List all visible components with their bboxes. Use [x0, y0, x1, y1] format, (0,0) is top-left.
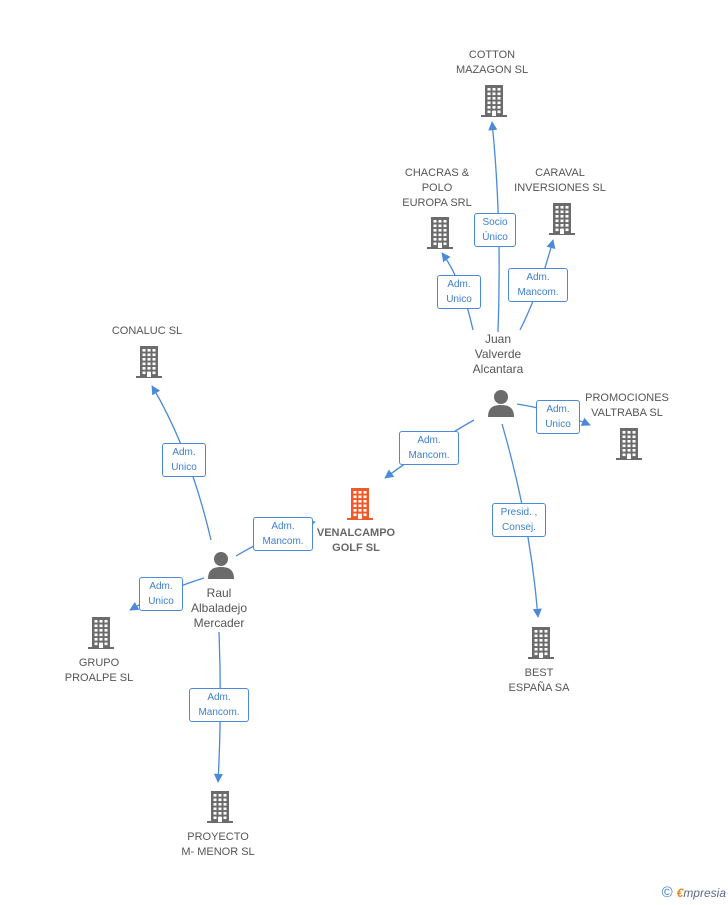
relation-adm-mancom-juan-venalcampo[interactable]: Adm. Mancom. — [399, 431, 459, 465]
best-label[interactable]: BEST ESPAÑA SA — [508, 667, 570, 694]
relation-adm-mancom-caraval[interactable]: Adm. Mancom. — [508, 268, 568, 302]
chacras-label[interactable]: CHACRAS & POLO EUROPA SRL — [402, 167, 472, 209]
promociones-building-icon[interactable] — [614, 427, 644, 461]
proyecto-label[interactable]: PROYECTO M- MENOR SL — [181, 831, 255, 858]
venalcampo-building-icon[interactable] — [345, 487, 375, 521]
relation-adm-unico-grupo[interactable]: Adm. Unico — [139, 577, 183, 611]
venalcampo-label[interactable]: VENALCAMPO GOLF SL — [316, 527, 396, 554]
conaluc-label[interactable]: CONALUC SL — [111, 325, 183, 337]
cotton-label[interactable]: COTTON MAZAGON SL — [455, 49, 529, 76]
cotton-building-icon[interactable] — [479, 84, 509, 118]
raul-person-icon[interactable] — [206, 550, 236, 580]
caraval-building-icon[interactable] — [547, 202, 577, 236]
promociones-label[interactable]: PROMOCIONES VALTRABA SL — [585, 392, 669, 419]
relation-socio-unico-cotton[interactable]: Socio Único — [474, 213, 516, 247]
raul-label[interactable]: Raul Albaladejo Mercader — [190, 586, 248, 630]
relation-adm-mancom-proyecto[interactable]: Adm. Mancom. — [189, 688, 249, 722]
conaluc-building-icon[interactable] — [134, 345, 164, 379]
juan-label[interactable]: Juan Valverde Alcantara — [472, 332, 524, 376]
relation-adm-unico-chacras[interactable]: Adm. Unico — [437, 275, 481, 309]
caraval-label[interactable]: CARAVAL INVERSIONES SL — [514, 167, 606, 194]
grupo-label[interactable]: GRUPO PROALPE SL — [64, 657, 134, 684]
proyecto-building-icon[interactable] — [205, 790, 235, 824]
juan-person-icon[interactable] — [486, 388, 516, 418]
best-building-icon[interactable] — [526, 626, 556, 660]
empresia-logo[interactable]: ©€mpresia — [662, 884, 726, 901]
copyright-icon: © — [661, 884, 673, 901]
relation-adm-unico-promociones[interactable]: Adm. Unico — [536, 400, 580, 434]
relation-adm-mancom-raul-venalcampo[interactable]: Adm. Mancom. — [253, 517, 313, 551]
relation-presid-consej-best[interactable]: Presid. , Consej. — [492, 503, 546, 537]
brand-rest: mpresia — [683, 886, 726, 900]
relation-adm-unico-conaluc[interactable]: Adm. Unico — [162, 443, 206, 477]
chacras-building-icon[interactable] — [425, 216, 455, 250]
brand-first-letter: € — [676, 886, 684, 900]
grupo-building-icon[interactable] — [86, 616, 116, 650]
